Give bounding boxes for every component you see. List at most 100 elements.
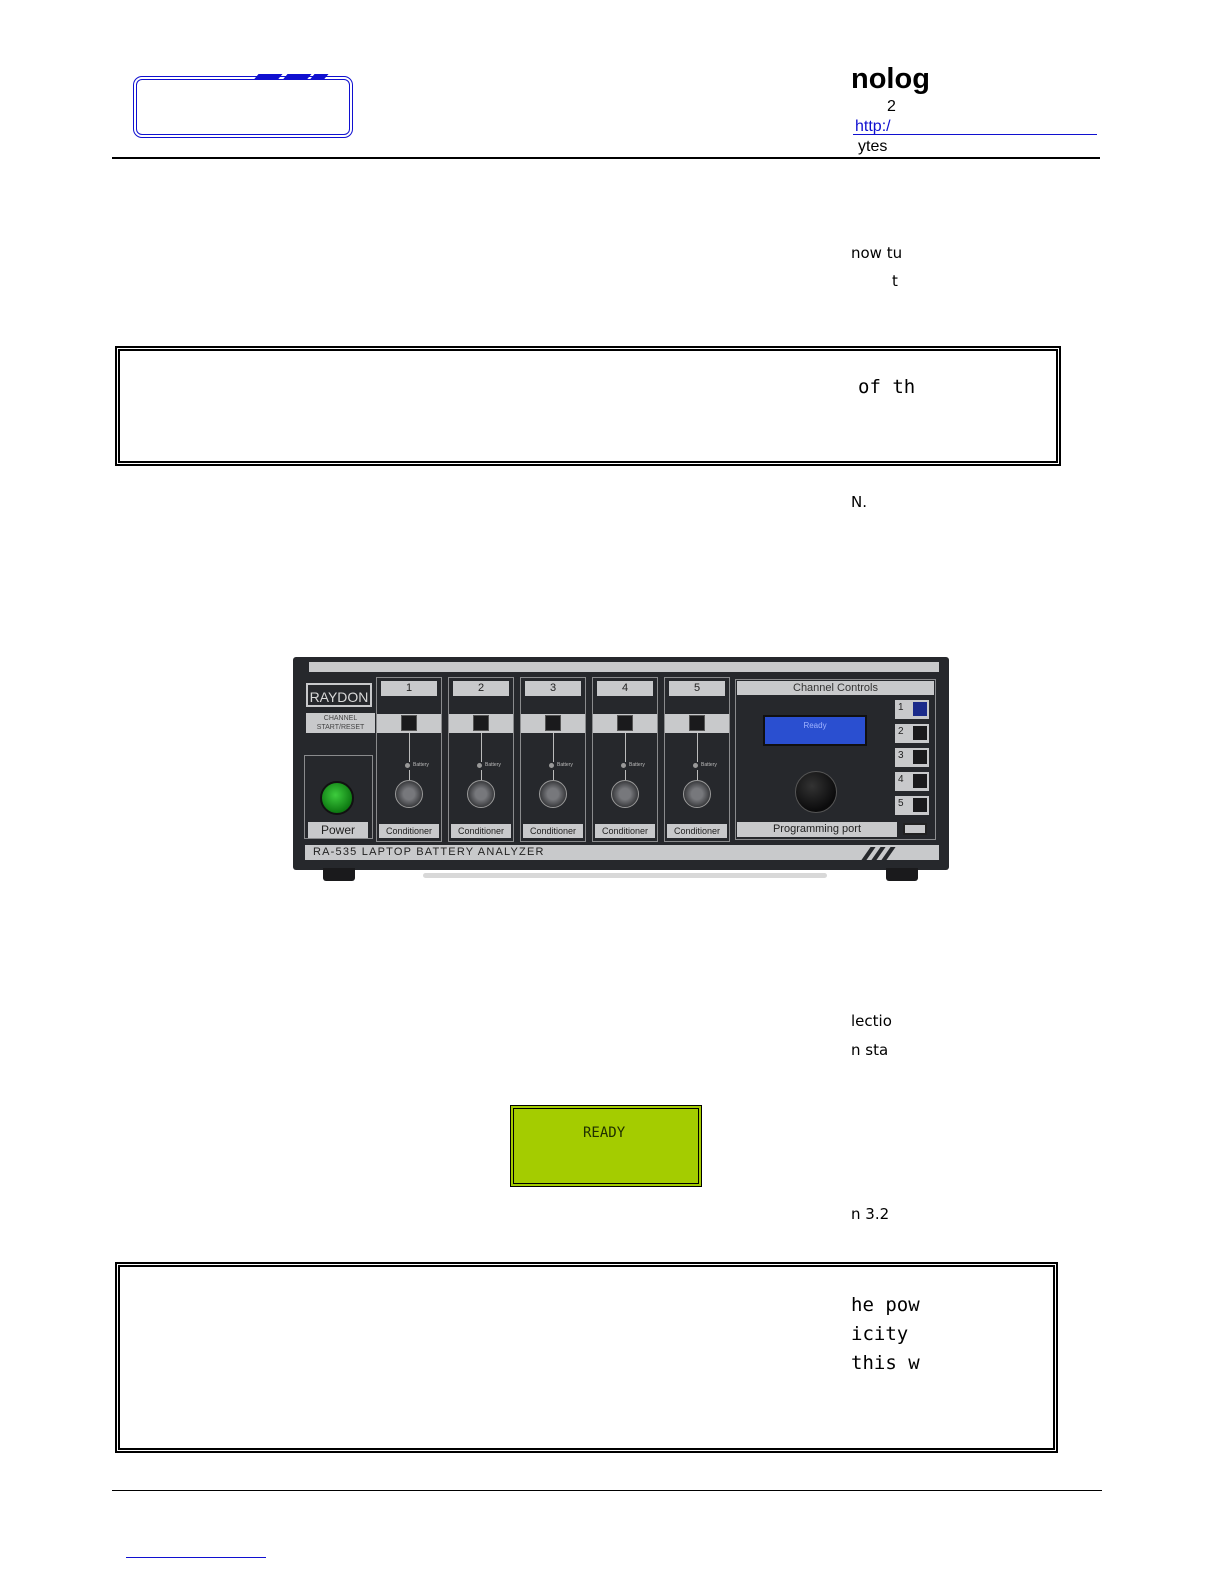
- channel-selector-4[interactable]: 4: [895, 772, 929, 791]
- battery-led-icon: [621, 763, 626, 768]
- lcd-description-line-1: lectio: [851, 1012, 892, 1030]
- power-label: Power: [308, 822, 368, 838]
- channel-selector-5[interactable]: 5: [895, 796, 929, 815]
- usb-port-icon[interactable]: [903, 823, 927, 835]
- section-reference: n 3.2: [851, 1205, 890, 1223]
- header-url-link[interactable]: http:/: [855, 118, 891, 135]
- note-box-2: [115, 1262, 1058, 1453]
- channel-selector-3[interactable]: 3: [895, 748, 929, 767]
- model-label: RA-535 LAPTOP BATTERY ANALYZER: [313, 846, 545, 858]
- footer-divider: [112, 1490, 1102, 1491]
- company-logo: [133, 76, 353, 138]
- logo-slash-decoration: [253, 74, 283, 80]
- channel-controls-section: [735, 679, 936, 840]
- logo-slash-decoration: [282, 74, 312, 80]
- selector-number: 1: [898, 702, 904, 713]
- battery-led-icon: [405, 763, 410, 768]
- wire: [481, 770, 482, 780]
- channel-2: 2 Battery Conditioner: [448, 677, 514, 842]
- channel-4: 4 Battery Conditioner: [592, 677, 658, 842]
- header-email: ytes: [858, 138, 888, 155]
- selector-button[interactable]: [913, 750, 927, 764]
- paragraph-fragment: N.: [851, 493, 867, 511]
- selector-number: 3: [898, 750, 904, 761]
- battery-led-icon: [477, 763, 482, 768]
- wire: [409, 770, 410, 780]
- selector-button[interactable]: [913, 774, 927, 788]
- wire: [697, 733, 698, 762]
- conditioner-label: Conditioner: [595, 824, 655, 838]
- header-phone: 2: [887, 98, 896, 115]
- channel-selector-2[interactable]: 2: [895, 724, 929, 743]
- channel-selector-1[interactable]: 1: [895, 700, 929, 719]
- battery-label: Battery: [701, 762, 717, 768]
- footer-link-underline[interactable]: [126, 1557, 266, 1558]
- device-foot: [886, 868, 918, 881]
- channel-start-button[interactable]: [545, 715, 561, 731]
- battery-label: Battery: [485, 762, 501, 768]
- device-shadow: [423, 873, 827, 878]
- conditioner-label: Conditioner: [451, 824, 511, 838]
- device-foot: [323, 868, 355, 881]
- raydon-logo: RAYDON: [306, 683, 372, 707]
- panel-bottom-strip: [305, 845, 939, 860]
- lcd-ready-text: READY: [583, 1125, 626, 1141]
- channel-start-button[interactable]: [401, 715, 417, 731]
- battery-label: Battery: [413, 762, 429, 768]
- lcd-ready-screen: [510, 1105, 702, 1187]
- selector-number: 2: [898, 726, 904, 737]
- note-1-text: of th: [858, 376, 916, 398]
- channel-start-button[interactable]: [617, 715, 633, 731]
- channel-start-button[interactable]: [689, 715, 705, 731]
- conditioner-connector[interactable]: [467, 780, 495, 808]
- url-underline: [853, 134, 1097, 135]
- channel-number: 3: [525, 681, 581, 696]
- channel-number: 2: [453, 681, 509, 696]
- note-2-line-2: icity: [851, 1323, 909, 1345]
- header-divider: [112, 157, 1100, 159]
- channel-number: 5: [669, 681, 725, 696]
- selector-button[interactable]: [913, 798, 927, 812]
- note-2-line-3: this w: [851, 1352, 920, 1374]
- conditioner-connector[interactable]: [539, 780, 567, 808]
- wire: [481, 733, 482, 762]
- selector-button[interactable]: [913, 702, 927, 716]
- programming-port-label: Programming port: [737, 822, 897, 837]
- power-button[interactable]: [320, 781, 354, 815]
- company-name: nolog: [851, 63, 930, 95]
- channel-start-reset-label: CHANNEL START/RESET: [306, 713, 375, 733]
- channel-start-button[interactable]: [473, 715, 489, 731]
- intro-text-line-1: now tu: [851, 244, 903, 262]
- power-section: [304, 755, 373, 839]
- battery-led-icon: [549, 763, 554, 768]
- selector-button[interactable]: [913, 726, 927, 740]
- conditioner-connector[interactable]: [395, 780, 423, 808]
- battery-label: Battery: [629, 762, 645, 768]
- conditioner-label: Conditioner: [379, 824, 439, 838]
- channel-number: 4: [597, 681, 653, 696]
- conditioner-label: Conditioner: [667, 824, 727, 838]
- wire: [409, 733, 410, 762]
- wire: [625, 733, 626, 762]
- channel-3: 3 Battery Conditioner: [520, 677, 586, 842]
- channel-5: 5 Battery Conditioner: [664, 677, 730, 842]
- conditioner-connector[interactable]: [611, 780, 639, 808]
- selector-number: 4: [898, 774, 904, 785]
- battery-label: Battery: [557, 762, 573, 768]
- channel-controls-title: Channel Controls: [737, 681, 934, 695]
- device-lcd-display: Ready: [763, 715, 867, 746]
- conditioner-connector[interactable]: [683, 780, 711, 808]
- channel-1: 1 Battery Conditioner: [376, 677, 442, 842]
- wire: [697, 770, 698, 780]
- lcd-description-line-2: n sta: [851, 1041, 889, 1059]
- wire: [625, 770, 626, 780]
- control-knob[interactable]: [795, 771, 837, 813]
- channel-number: 1: [381, 681, 437, 696]
- intro-text-line-2: t: [892, 272, 898, 290]
- note-box-1: [115, 346, 1061, 466]
- note-2-line-1: he pow: [851, 1294, 920, 1316]
- selector-number: 5: [898, 798, 904, 809]
- wire: [553, 770, 554, 780]
- wire: [553, 733, 554, 762]
- conditioner-label: Conditioner: [523, 824, 583, 838]
